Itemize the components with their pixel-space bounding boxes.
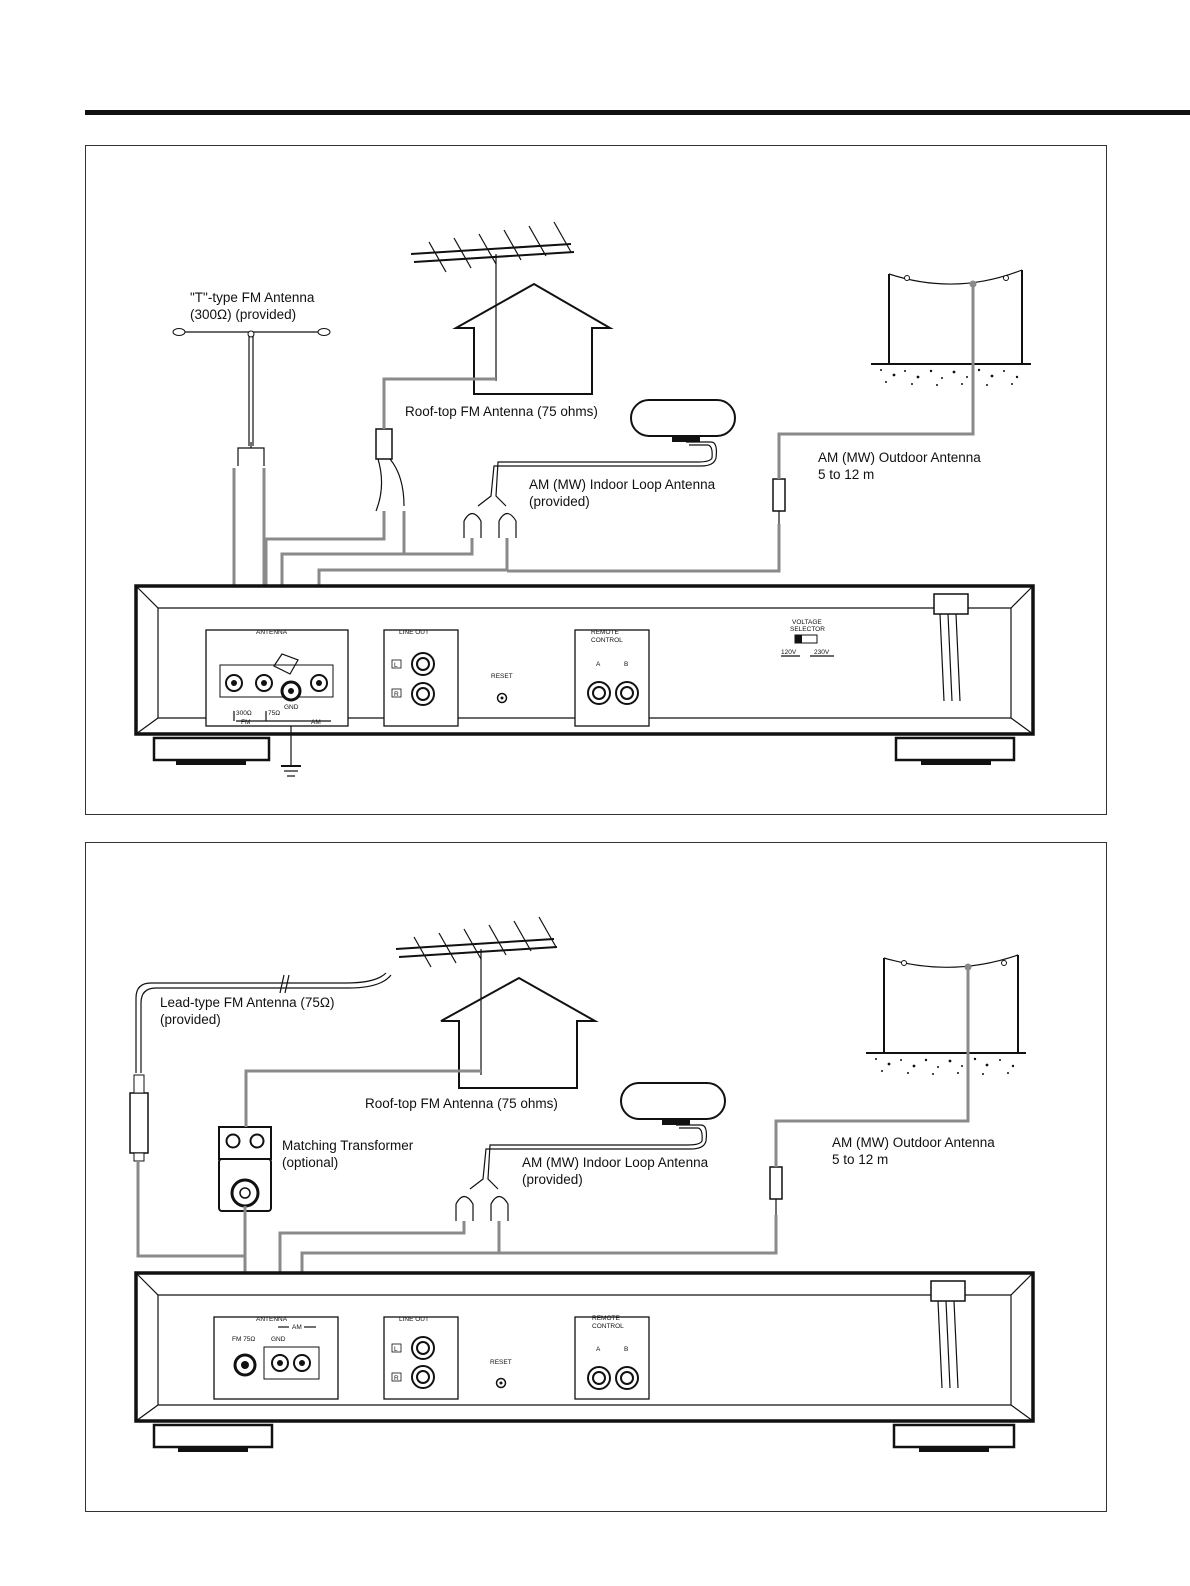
line-out-label: LINE OUT [399, 1316, 429, 1323]
line-out-block-1: LINE OUT L R [383, 629, 459, 727]
house-icon [452, 282, 614, 395]
loop-antenna-provided: (provided) [522, 1172, 583, 1187]
l-label: L [394, 662, 398, 669]
am-label: AM [311, 719, 321, 726]
lead-type-antenna-provided: (provided) [160, 1012, 221, 1027]
header-rule [85, 110, 1190, 115]
fm-300-label: 300Ω [236, 710, 252, 717]
matching-transformer-icon [218, 1126, 272, 1212]
reset-label: RESET [490, 1359, 512, 1366]
outdoor-antenna-poles-icon [871, 269, 1031, 386]
remote-label: REMOTE [592, 1315, 620, 1322]
b-label: B [624, 661, 628, 668]
rooftop-antenna-icon [410, 221, 575, 381]
diagram-1-drawing: ANTENNA 300Ω 75Ω FM AM GND LINE OUT L R … [134, 221, 1035, 777]
reset-2: RESET [490, 1359, 512, 1389]
a-label: A [596, 1346, 601, 1353]
control-label: CONTROL [591, 637, 623, 644]
lead-type-antenna-label: Lead-type FM Antenna (75Ω) [160, 995, 335, 1010]
antenna-label: ANTENNA [256, 629, 288, 636]
matching-transformer-label: Matching Transformer [282, 1138, 414, 1153]
rooftop-antenna-icon [395, 916, 558, 1075]
gnd-label: GND [271, 1336, 286, 1343]
outdoor-antenna-plug-icon [772, 478, 786, 524]
line-out-block-2: LINE OUT L R [383, 1316, 459, 1400]
r-label: R [394, 1375, 399, 1382]
voltage-label: VOLTAGE [792, 619, 822, 626]
t-type-antenna-label: "T"-type FM Antenna [190, 290, 315, 305]
outdoor-antenna-poles-icon [866, 954, 1026, 1075]
antenna-label: ANTENNA [256, 1316, 288, 1323]
house-icon [440, 976, 599, 1089]
antenna-terminal-block-1: ANTENNA 300Ω 75Ω FM AM GND [205, 629, 349, 727]
reset-1: RESET [491, 673, 513, 704]
outdoor-antenna-length: 5 to 12 m [832, 1152, 889, 1167]
fm-label: FM [241, 719, 250, 726]
diagram-2-drawing: ANTENNA AM FM 75Ω GND LINE OUT L R RESET… [129, 916, 1035, 1452]
fm-75-label: 75Ω [268, 710, 280, 717]
loop-antenna-label: AM (MW) Indoor Loop Antenna [529, 477, 716, 492]
reset-label: RESET [491, 673, 513, 680]
remote-control-block-2: REMOTE CONTROL A B [574, 1315, 650, 1400]
connection-wires [232, 284, 975, 691]
outdoor-antenna-length: 5 to 12 m [818, 467, 875, 482]
t-type-antenna-spec: (300Ω) (provided) [190, 307, 297, 322]
remote-label: REMOTE [591, 629, 619, 636]
line-out-label: LINE OUT [399, 629, 429, 636]
v120-label: 120V [781, 649, 797, 656]
am-loop-antenna-icon [463, 399, 736, 538]
r-label: R [394, 691, 399, 698]
am-label: AM [292, 1324, 302, 1331]
antenna-terminal-block-2: ANTENNA AM FM 75Ω GND [213, 1316, 339, 1400]
voltage-selector-1: VOLTAGE SELECTOR 120V 230V [781, 619, 834, 657]
l-label: L [394, 1346, 398, 1353]
am-loop-antenna-icon [455, 1082, 726, 1221]
loop-antenna-provided: (provided) [529, 494, 590, 509]
coax-plug-icon [375, 428, 405, 512]
lead-type-fm-antenna-icon [129, 972, 392, 1162]
outdoor-antenna-label: AM (MW) Outdoor Antenna [832, 1135, 995, 1150]
rooftop-antenna-label: Roof-top FM Antenna (75 ohms) [405, 404, 598, 419]
connection-diagram-lead-type-antenna: ANTENNA AM FM 75Ω GND LINE OUT L R RESET… [85, 842, 1107, 1512]
outdoor-antenna-plug-icon [769, 1166, 783, 1215]
remote-control-block-1: REMOTE CONTROL A B [574, 629, 650, 727]
a-label: A [596, 661, 601, 668]
matching-transformer-optional: (optional) [282, 1155, 339, 1170]
rooftop-antenna-label: Roof-top FM Antenna (75 ohms) [365, 1096, 558, 1111]
connection-diagram-t-type-antenna: ANTENNA 300Ω 75Ω FM AM GND LINE OUT L R … [85, 145, 1107, 815]
t-type-fm-antenna-icon [172, 328, 331, 466]
selector-label: SELECTOR [790, 626, 825, 633]
b-label: B [624, 1346, 628, 1353]
fm75-label: FM 75Ω [232, 1336, 255, 1343]
outdoor-antenna-label: AM (MW) Outdoor Antenna [818, 450, 981, 465]
v230-label: 230V [814, 649, 830, 656]
gnd-label: GND [284, 704, 299, 711]
control-label: CONTROL [592, 1323, 624, 1330]
loop-antenna-label: AM (MW) Indoor Loop Antenna [522, 1155, 709, 1170]
